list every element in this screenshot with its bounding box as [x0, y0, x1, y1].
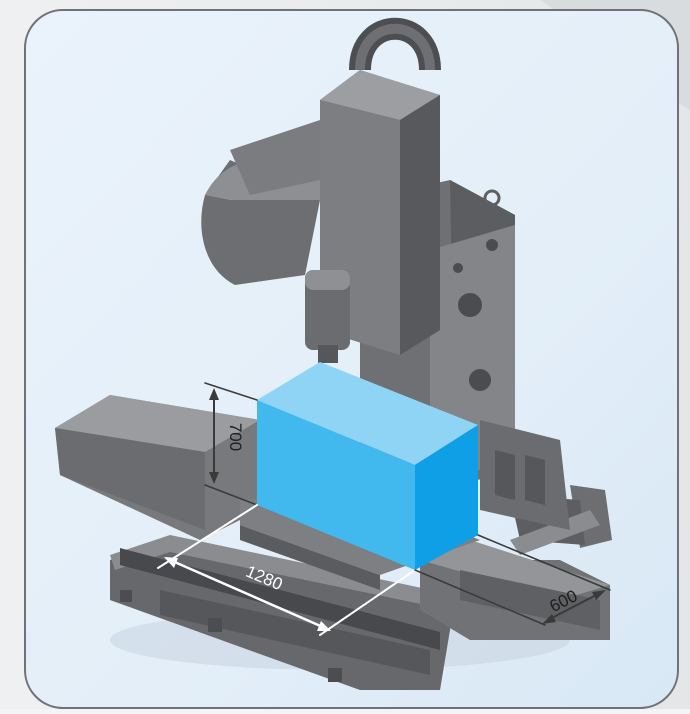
height-dimension-label: 700	[226, 423, 245, 451]
workpiece-front-face	[257, 400, 415, 570]
workpiece-volume	[257, 362, 478, 570]
machine-illustration	[55, 17, 612, 690]
dimension-annotations	[157, 382, 611, 636]
workpiece-side-face	[415, 425, 478, 570]
workpiece-top-face	[257, 362, 478, 465]
